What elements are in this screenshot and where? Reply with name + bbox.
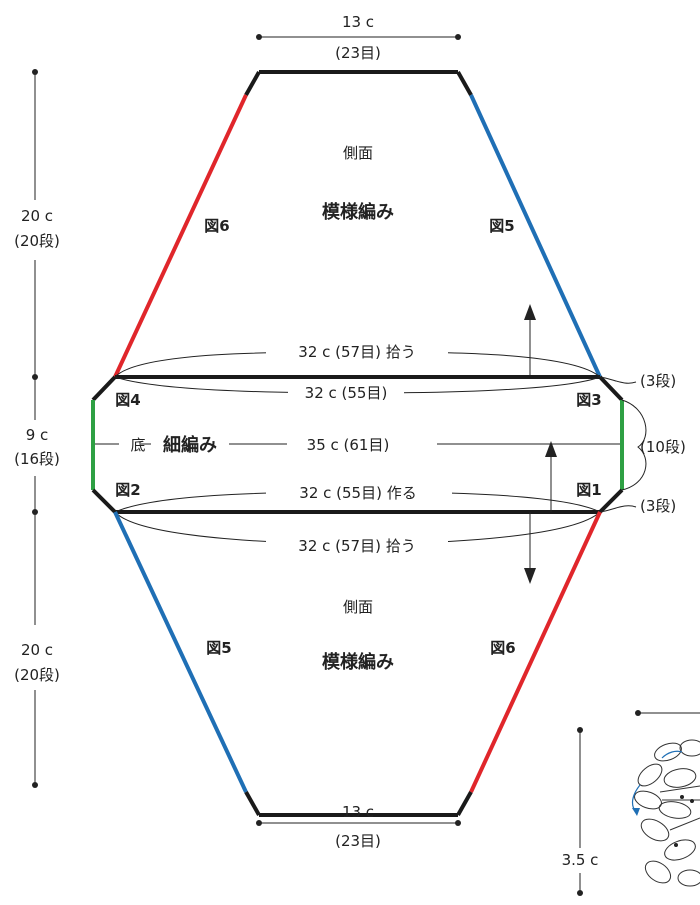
fig-top-right: 図3	[576, 391, 601, 409]
top-edge-label: 32 c (55目)	[305, 384, 388, 402]
left-bot-c: 20 c	[21, 641, 53, 659]
upper-right-blue-edge	[469, 94, 602, 378]
upper-left-red-edge	[113, 94, 248, 378]
fig-top-left: 図4	[115, 391, 140, 409]
right-middle-dan: (10段)	[640, 438, 686, 456]
pickup-top-label: 32 c (57目) 拾う	[298, 343, 415, 361]
lower-stitch-label: 模様編み	[322, 651, 394, 673]
pickup-bottom-label: 32 c (57目) 拾う	[298, 537, 415, 555]
flower-motif: 3.5 c	[553, 710, 700, 896]
left-mid-dan: (16段)	[14, 450, 60, 468]
right-row-dimensions: (3段) (10段) (3段)	[599, 372, 686, 515]
middle-dimension-label: 35 c (61目)	[307, 436, 390, 454]
upper-side-panel: 側面 模様編み 図6 図5	[113, 70, 602, 378]
bottom-width-dimension: 13 c (23目)	[256, 803, 461, 850]
lower-left-blue-edge	[113, 511, 248, 793]
bottom-edge-label: 32 c (55目) 作る	[299, 484, 416, 502]
left-mid-c: 9 c	[26, 426, 49, 444]
down-arrow-lower	[524, 512, 536, 584]
right-top-dan: (3段)	[640, 372, 676, 390]
left-dimensions: 20 c (20段) 9 c (16段) 20 c (20段)	[14, 69, 60, 788]
lower-panel-label: 側面	[343, 598, 373, 616]
fig-bottom-left: 図2	[115, 481, 140, 499]
base-panel: 32 c (57目) 拾う 32 c (55目) 底 細編み 35 c (61目…	[91, 341, 624, 555]
base-label: 底	[130, 436, 145, 454]
top-width-dimension: 13 c (23目)	[256, 13, 461, 62]
left-top-dan: (20段)	[14, 232, 60, 250]
lower-side-panel: 側面 模様編み 図5 図6	[113, 511, 602, 817]
base-stitch-label: 細編み	[163, 434, 217, 456]
up-arrow-upper	[524, 304, 536, 377]
top-width-me: (23目)	[335, 44, 381, 62]
upper-stitch-label: 模様編み	[322, 201, 394, 223]
top-width-c: 13 c	[342, 13, 374, 31]
lower-right-red-edge	[469, 511, 602, 793]
bottom-width-me: (23目)	[335, 832, 381, 850]
right-bottom-dan: (3段)	[640, 497, 676, 515]
bottom-width-c: 13 c	[342, 803, 374, 821]
left-bot-dan: (20段)	[14, 666, 60, 684]
lower-left-fig: 図5	[206, 639, 231, 657]
upper-panel-label: 側面	[343, 144, 373, 162]
flower-drawing	[631, 739, 700, 887]
up-arrow-base	[545, 441, 557, 512]
flower-size-label: 3.5 c	[562, 851, 599, 869]
left-top-c: 20 c	[21, 207, 53, 225]
upper-right-fig: 図5	[489, 217, 514, 235]
fig-bottom-right: 図1	[576, 481, 601, 499]
upper-left-fig: 図6	[204, 217, 229, 235]
lower-right-fig: 図6	[490, 639, 515, 657]
